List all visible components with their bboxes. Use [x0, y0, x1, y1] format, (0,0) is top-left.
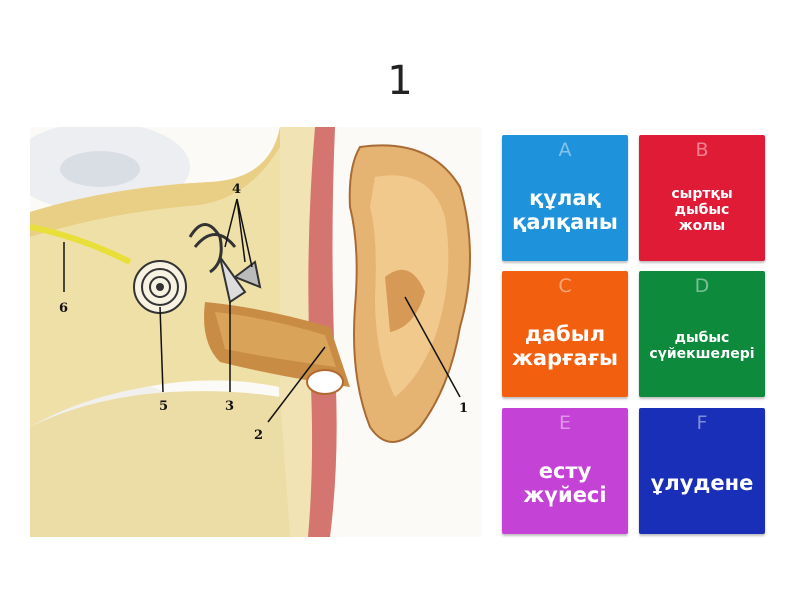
label-5: 5: [159, 399, 168, 414]
answer-text: дыбыс сүйекшелері: [649, 329, 755, 362]
answer-tile-a[interactable]: A құлақ қалқаны: [502, 135, 628, 261]
answer-letter: F: [696, 412, 708, 434]
answer-tile-b[interactable]: B сыртқы дыбыс жолы: [639, 135, 765, 261]
label-2: 2: [254, 428, 263, 443]
answer-tile-d[interactable]: D дыбыс сүйекшелері: [639, 271, 765, 397]
label-3: 3: [225, 399, 234, 414]
label-4: 4: [232, 182, 241, 197]
answer-tile-c[interactable]: C дабыл жарғағы: [502, 271, 628, 397]
answer-letter: C: [558, 275, 572, 297]
answer-letter: A: [558, 139, 572, 161]
answer-letter: D: [694, 275, 710, 297]
answer-text: сыртқы дыбыс жолы: [671, 185, 733, 235]
ear-anatomy-image: 1 2 3 4 5 6: [30, 127, 482, 537]
answer-tile-f[interactable]: F ұлудене: [639, 408, 765, 534]
answer-text: құлақ қалқаны: [512, 185, 618, 234]
label-1: 1: [459, 401, 468, 416]
answer-text: есту жүйесі: [523, 458, 607, 507]
answer-text: ұлудене: [650, 470, 754, 495]
answer-tile-e[interactable]: E есту жүйесі: [502, 408, 628, 534]
answer-letter: B: [695, 139, 709, 161]
answer-letter: E: [558, 412, 571, 434]
answer-text: дабыл жарғағы: [511, 321, 619, 370]
question-number: 1: [387, 58, 413, 104]
label-6: 6: [59, 301, 68, 316]
